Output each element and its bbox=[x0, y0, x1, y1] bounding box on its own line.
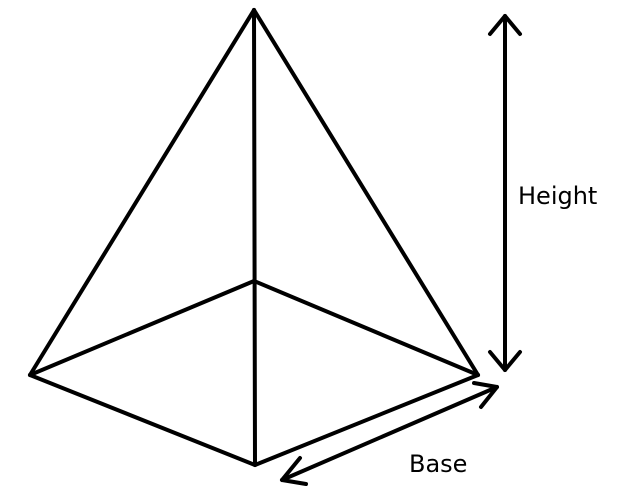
height-arrow bbox=[488, 14, 522, 372]
base-edge-front-right bbox=[253, 373, 480, 467]
height-label: Height bbox=[518, 182, 598, 210]
right-slant-edge bbox=[252, 8, 480, 377]
left-slant-edge bbox=[28, 8, 256, 377]
base-arrow-left-head bbox=[280, 456, 308, 486]
base-arrow bbox=[280, 381, 499, 486]
height-arrow-top-head bbox=[488, 14, 522, 36]
base-edge-back-left bbox=[28, 279, 256, 377]
base-edge-back-right bbox=[252, 279, 480, 377]
base-arrow-right-head bbox=[472, 381, 499, 409]
front-slant-edge bbox=[252, 8, 257, 467]
base-arrow-shaft bbox=[280, 385, 499, 482]
base-edge-front-left bbox=[28, 373, 257, 467]
height-arrow-bottom-head bbox=[488, 350, 522, 372]
base-label: Base bbox=[409, 450, 468, 478]
